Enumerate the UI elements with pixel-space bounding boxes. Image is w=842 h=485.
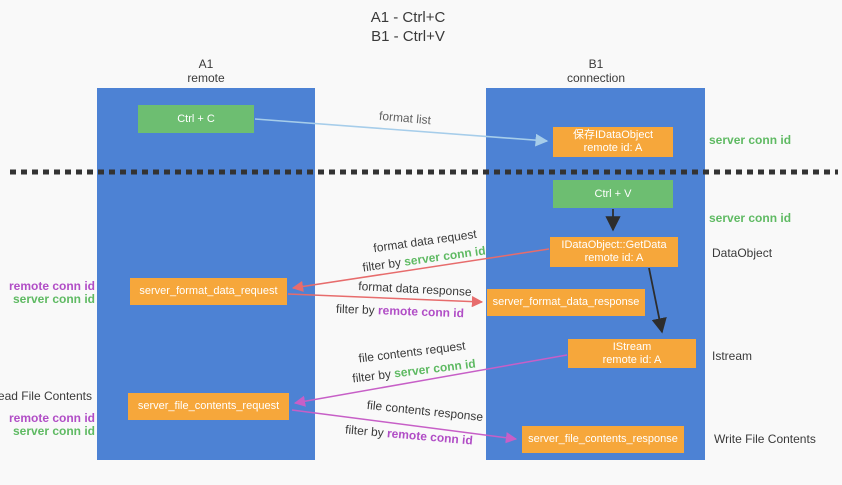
node-ctrl-c-label: Ctrl + C bbox=[177, 112, 215, 125]
lane-b1-title: B1 bbox=[588, 57, 604, 71]
node-server-format-data-response-label: server_format_data_response bbox=[492, 296, 640, 308]
node-server-format-data-response: server_format_data_response bbox=[487, 289, 645, 316]
node-server-file-contents-response: server_file_contents_response bbox=[522, 426, 684, 453]
lane-header-b1: B1 connection bbox=[526, 57, 666, 85]
node-server-format-data-request: server_format_data_request bbox=[130, 278, 287, 305]
title-line-2: B1 - Ctrl+V bbox=[371, 28, 445, 45]
label-server-conn-id-right-mid: server conn id bbox=[709, 211, 792, 225]
filter-key-server-conn-id: server conn id bbox=[393, 356, 477, 381]
node-istream-line2: remote id: A bbox=[602, 353, 662, 366]
label-istream: Istream bbox=[712, 349, 753, 363]
label-remote-conn-id-left-top: remote conn id bbox=[8, 279, 95, 293]
node-server-format-data-request-label: server_format_data_request bbox=[139, 285, 278, 297]
node-save-idataobject-line2: remote id: A bbox=[583, 142, 643, 154]
lane-b1-subtitle: connection bbox=[566, 71, 626, 85]
edge-label-file-contents-response-filter: filter by remote conn id bbox=[345, 422, 474, 447]
node-idataobject-getdata-line1: IDataObject::GetData bbox=[561, 239, 667, 251]
node-idataobject-getdata-line2: remote id: A bbox=[584, 252, 644, 264]
edge-label-file-contents-response: file contents response bbox=[366, 397, 484, 425]
node-server-file-contents-request: server_file_contents_request bbox=[128, 393, 289, 420]
label-remote-conn-id-left-bottom: remote conn id bbox=[8, 411, 95, 425]
label-server-conn-id-right-top: server conn id bbox=[709, 133, 792, 147]
filter-key-remote-conn-id: remote conn id bbox=[386, 426, 474, 448]
label-server-conn-id-left-bottom: server conn id bbox=[12, 424, 95, 438]
node-ctrl-v: Ctrl + V bbox=[553, 180, 673, 208]
node-server-file-contents-response-label: server_file_contents_response bbox=[528, 433, 678, 445]
lane-a1-title: A1 bbox=[198, 57, 214, 71]
lane-header-a1: A1 remote bbox=[136, 57, 276, 85]
edge-label-format-data-response: format data response bbox=[358, 279, 472, 299]
filter-prefix: filter by bbox=[335, 301, 379, 318]
label-read-file-contents: Read File Contents bbox=[0, 389, 92, 403]
node-istream-line1: IStream bbox=[612, 340, 652, 353]
edge-label-format-list: format list bbox=[378, 108, 432, 128]
filter-prefix: filter by bbox=[351, 366, 395, 386]
label-write-file-contents: Write File Contents bbox=[714, 432, 816, 446]
filter-key-remote-conn-id: remote conn id bbox=[377, 303, 465, 321]
node-ctrl-v-label: Ctrl + V bbox=[594, 187, 632, 200]
node-idataobject-getdata: IDataObject::GetData remote id: A bbox=[550, 237, 678, 267]
lane-a1-subtitle: remote bbox=[187, 71, 225, 85]
edge-label-format-data-response-filter: filter by remote conn id bbox=[336, 302, 464, 320]
node-istream: IStream remote id: A bbox=[568, 339, 696, 368]
filter-prefix: filter by bbox=[344, 422, 388, 441]
label-server-conn-id-left-top: server conn id bbox=[12, 292, 95, 306]
node-save-idataobject-line1: 保存IDataObject bbox=[572, 129, 654, 141]
node-save-idataobject: 保存IDataObject remote id: A bbox=[553, 127, 673, 157]
label-dataobject: DataObject bbox=[712, 246, 773, 260]
title-line-1: A1 - Ctrl+C bbox=[370, 9, 446, 26]
node-server-file-contents-request-label: server_file_contents_request bbox=[137, 400, 280, 412]
diagram-title: A1 - Ctrl+C B1 - Ctrl+V bbox=[283, 8, 533, 46]
filter-prefix: filter by bbox=[361, 254, 406, 275]
node-ctrl-c: Ctrl + C bbox=[138, 105, 254, 133]
